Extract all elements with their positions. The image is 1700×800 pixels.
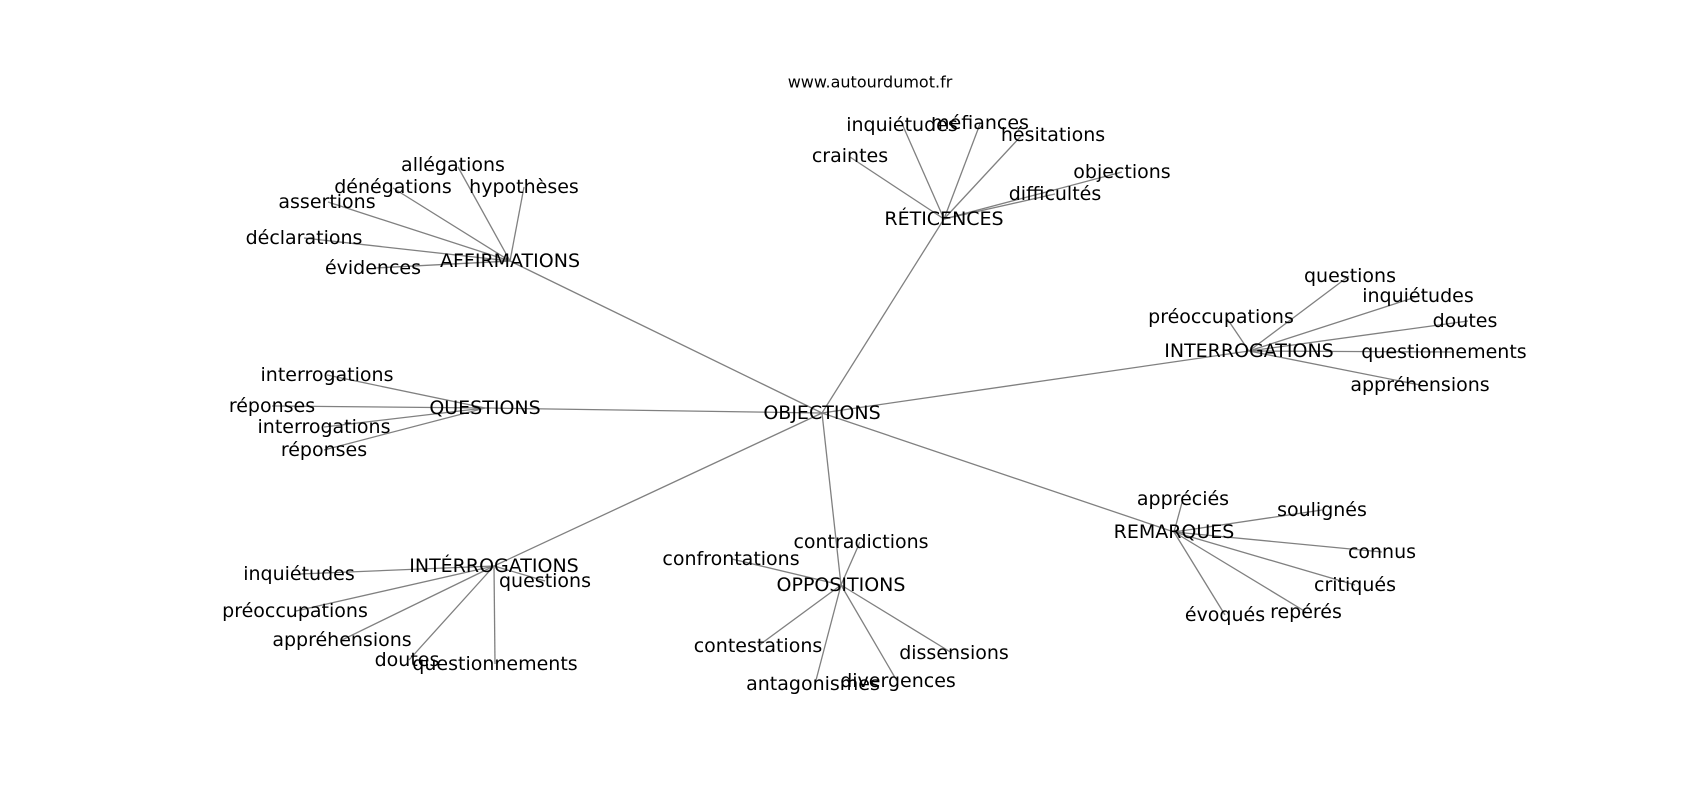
term-node: interrogations [258, 416, 391, 438]
term-node: doutes [1433, 310, 1498, 332]
edge-center-to-hub [484, 407, 823, 414]
hub-node: REMARQUES [1114, 521, 1235, 543]
edge-hub-to-term [303, 237, 511, 262]
term-node: inquiétudes [846, 114, 958, 136]
term-node: réponses [229, 395, 315, 417]
edge-hub-to-term [295, 565, 495, 612]
edge-hub-to-term [1248, 350, 1453, 353]
term-node: inquiétudes [1362, 285, 1474, 307]
term-node: critiqués [1314, 574, 1396, 596]
edge-hub-to-term [326, 374, 486, 409]
center-node: OBJECTIONS [763, 402, 880, 424]
term-node: repérés [1270, 601, 1342, 623]
term-node: dénégations [334, 176, 451, 198]
edge-hub-to-term [392, 187, 511, 262]
edge-hub-to-term [1248, 275, 1350, 352]
edge-center-to-hub [821, 218, 945, 414]
term-node: objections [1073, 161, 1170, 183]
edge-hub-to-term [840, 541, 861, 586]
edge-hub-to-term [840, 584, 953, 654]
term-node: préoccupations [1148, 306, 1294, 328]
edge-center-to-hub [493, 412, 823, 567]
edge-hub-to-term [299, 565, 495, 575]
edge-hub-to-term [327, 201, 511, 262]
edge-hub-to-term [323, 407, 486, 428]
hub-node: INTERROGATIONS [1164, 340, 1333, 362]
edge-hub-to-term [1225, 316, 1250, 352]
term-node: questionnements [1361, 341, 1526, 363]
term-node: inquiétudes [243, 563, 355, 585]
term-node: déclarations [246, 227, 363, 249]
edge-hub-to-term [943, 171, 1123, 220]
edge-hub-to-term [943, 193, 1056, 220]
term-node: méfiances [931, 112, 1029, 134]
term-node: appréhensions [272, 629, 411, 651]
edge-center-to-hub [821, 412, 842, 586]
hub-node: OPPOSITIONS [777, 574, 906, 596]
edge-hub-to-term [849, 156, 945, 220]
edge-center-to-hub [821, 412, 1175, 533]
term-node: appréciés [1137, 488, 1229, 510]
edge-hub-to-term [814, 584, 842, 685]
hub-node: RÉTICENCES [884, 207, 1003, 230]
edge-hub-to-term [1248, 295, 1420, 352]
edge-hub-to-term [341, 565, 495, 641]
term-node: évidences [325, 257, 421, 279]
term-node: évoqués [1185, 604, 1265, 626]
edge-hub-to-term [408, 565, 495, 661]
edge-hub-to-term [757, 584, 842, 647]
term-node: réponses [281, 439, 367, 461]
term-node: connus [1348, 541, 1416, 563]
term-node: assertions [278, 191, 375, 213]
term-node: allégations [401, 154, 505, 176]
edge-hub-to-term [323, 407, 486, 451]
term-node: appréhensions [1350, 374, 1489, 396]
edge-hub-to-term [840, 584, 898, 682]
term-node: dissensions [899, 642, 1009, 664]
term-node: interrogations [261, 364, 394, 386]
edge-hub-to-term [457, 166, 511, 262]
edge-hub-to-term [509, 186, 525, 262]
hub-node: QUESTIONS [429, 397, 540, 419]
term-node: doutes [375, 649, 440, 671]
edge-hub-to-term [493, 565, 546, 582]
hub-node: INTÉRROGATIONS [409, 554, 578, 577]
edge-hub-to-term [1173, 531, 1356, 586]
term-node: contradictions [793, 531, 928, 553]
edge-hub-to-term [374, 260, 511, 269]
term-node: hésitations [1001, 124, 1105, 146]
term-node: antagonismes [746, 673, 880, 695]
term-node: difficultés [1009, 183, 1102, 205]
term-node: contestations [694, 635, 823, 657]
edge-hub-to-term [1173, 498, 1184, 533]
edge-hub-to-term [1173, 531, 1383, 553]
edge-hub-to-term [1173, 509, 1323, 533]
edge-hub-to-term [731, 558, 842, 586]
edge-center-to-hub [821, 350, 1250, 414]
edge-hub-to-term [943, 134, 1023, 220]
term-node: hypothèses [469, 176, 579, 198]
edge-center-to-hub [509, 260, 823, 414]
hub-node: AFFIRMATIONS [440, 250, 580, 272]
graph-edges [271, 123, 1469, 685]
edge-hub-to-term [1173, 531, 1307, 613]
term-node: questions [499, 570, 591, 592]
edge-hub-to-term [943, 123, 981, 220]
edge-hub-to-term [902, 125, 945, 220]
source-url: www.autourdumot.fr [788, 73, 953, 92]
edge-hub-to-term [493, 565, 496, 665]
term-node: préoccupations [222, 600, 368, 622]
term-node: divergences [840, 670, 956, 692]
term-node: soulignés [1277, 499, 1367, 521]
edge-hub-to-term [1173, 531, 1226, 616]
edge-hub-to-term [1248, 320, 1469, 352]
term-node: craintes [812, 145, 888, 167]
term-node: questionnements [412, 653, 577, 675]
edge-hub-to-term [271, 405, 486, 409]
term-node: confrontations [662, 548, 799, 570]
edge-hub-to-term [1248, 350, 1421, 386]
term-node: questions [1304, 265, 1396, 287]
